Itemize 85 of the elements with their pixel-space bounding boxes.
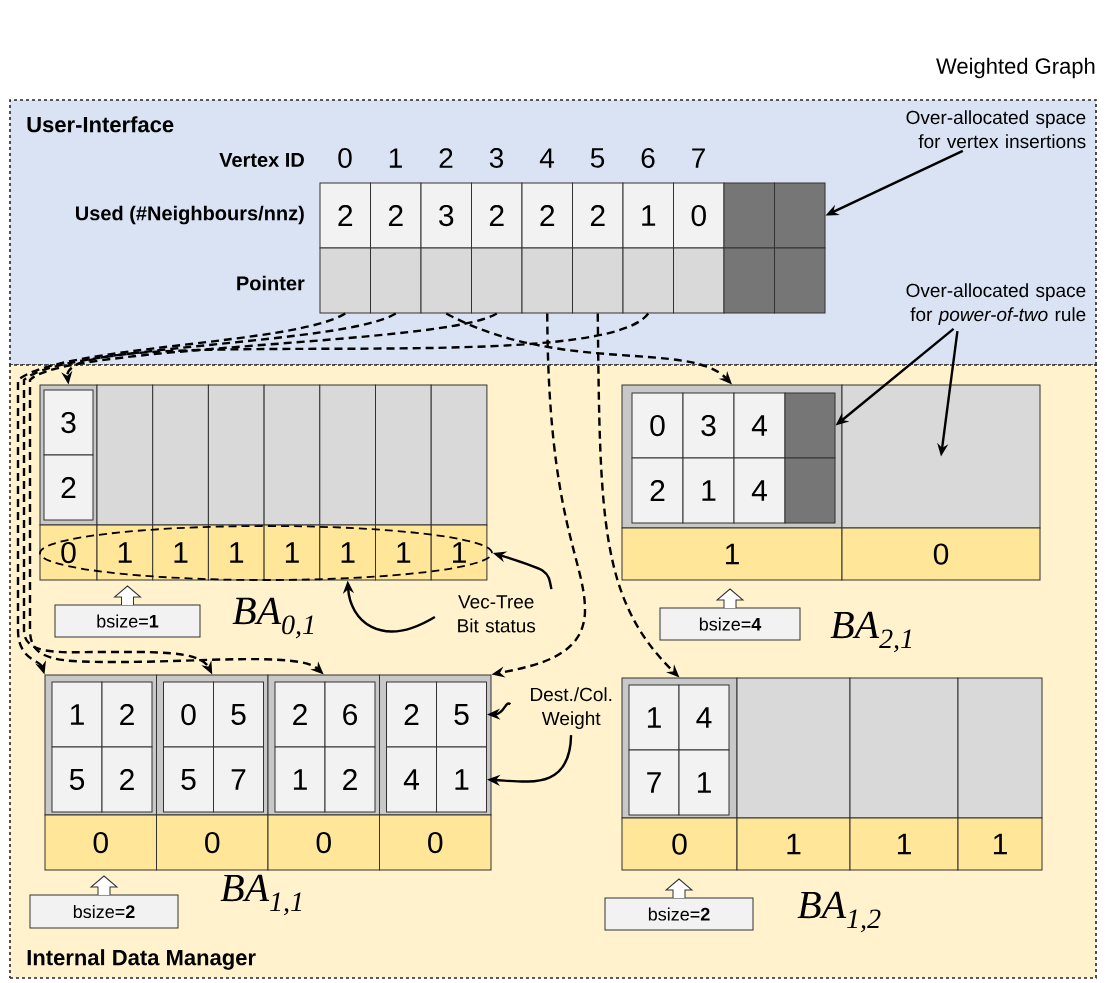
number-cell: 2 (631, 457, 684, 524)
shaded-cell (784, 457, 836, 524)
number-cell: 2 (319, 182, 371, 249)
index-number: 3 (489, 148, 504, 168)
number-cell: 1 (436, 746, 487, 813)
annotation: Over-allocated space for power-of-two rule (906, 283, 1086, 325)
bit-cell: 1 (736, 817, 851, 871)
number-cell: 2 (370, 182, 422, 249)
array-label: BA$_{2,1}$ (830, 611, 912, 653)
number-cell: 2 (521, 182, 573, 249)
number-cell: 0 (673, 182, 725, 249)
bit-cell: 0 (267, 814, 380, 871)
number-cell: 2 (572, 182, 624, 249)
number-cell: 4 (678, 684, 730, 751)
number-cell: 1 (628, 684, 680, 751)
index-number: 5 (590, 148, 605, 168)
bit-cell: 0 (39, 524, 98, 581)
row-label: Pointer (237, 275, 305, 291)
bit-cell: 1 (375, 524, 432, 581)
bit-cell: 0 (841, 527, 1041, 581)
number-cell: 6 (324, 681, 376, 748)
number-cell: 5 (213, 681, 264, 748)
bit-cell: 1 (849, 817, 959, 871)
number-cell: 4 (733, 392, 786, 459)
shaded-cell (774, 182, 826, 249)
bit-cell: 0 (156, 814, 269, 871)
number-cell: 2 (101, 746, 153, 813)
number-cell: 0 (631, 392, 684, 459)
bit-cell: 0 (44, 814, 157, 871)
number-cell: 2 (101, 681, 153, 748)
number-cell: 1 (51, 681, 103, 748)
shaded-cell (784, 392, 836, 459)
number-cell: 5 (163, 746, 214, 813)
index-number: 4 (539, 148, 554, 168)
callout-box: bsize=4 (659, 588, 801, 641)
shaded-cell (723, 247, 775, 314)
dashed-ellipse (39, 525, 493, 581)
index-number: 0 (338, 148, 352, 168)
number-cell: 5 (51, 746, 103, 813)
bit-cell: 1 (319, 524, 376, 581)
number-cell: 0 (163, 681, 214, 748)
bit-cell: 1 (621, 527, 843, 581)
bit-cell: 0 (379, 814, 492, 871)
shaded-cell (774, 247, 826, 314)
bit-cell: 1 (96, 524, 154, 581)
number-cell: 4 (386, 746, 437, 813)
number-cell: 2 (274, 681, 326, 748)
number-cell: 2 (471, 182, 523, 249)
number-cell: 2 (43, 454, 94, 521)
bit-cell: 1 (263, 524, 321, 581)
index-number: 6 (641, 148, 655, 168)
index-number: 7 (692, 148, 705, 168)
callout-box: bsize=2 (604, 878, 754, 931)
row-label: Vertex ID (219, 153, 304, 167)
bit-cell: 1 (152, 524, 209, 581)
annotation: Dest./Col. Weight (531, 687, 612, 729)
number-cell: 1 (274, 746, 326, 813)
subtitle: Weighted Graph (936, 57, 1095, 79)
bit-cell: 1 (207, 524, 265, 581)
number-cell: 5 (436, 681, 487, 748)
number-cell: 4 (733, 457, 786, 524)
number-cell: 2 (386, 681, 437, 748)
number-cell: 2 (324, 746, 376, 813)
number-cell: 1 (678, 749, 730, 816)
number-cell: 3 (682, 392, 735, 459)
number-cell: 7 (628, 749, 680, 816)
annotation: Over-allocated space for vertex insertions (906, 110, 1086, 149)
index-number: 1 (389, 148, 402, 168)
shaded-cell (723, 182, 775, 249)
index-number: 2 (439, 148, 453, 168)
array-label: BA$_{0,1}$ (232, 597, 314, 639)
bit-cell: 1 (957, 817, 1043, 871)
number-cell: 1 (682, 457, 735, 524)
number-cell: 1 (622, 182, 674, 249)
callout-box: bsize=2 (29, 875, 179, 929)
array-label: BA$_{1,2}$ (797, 891, 881, 933)
number-cell: 7 (213, 746, 264, 813)
array-label: BA$_{1,1}$ (220, 874, 302, 916)
annotation: Vec-Tree Bit status (458, 595, 536, 633)
callout-box: bsize=1 (54, 585, 201, 638)
bit-cell: 1 (430, 524, 488, 581)
number-cell: 3 (420, 182, 472, 249)
number-cell: 3 (43, 389, 94, 456)
row-label: Used (#Neighbours/nnz) (76, 205, 304, 225)
bit-cell: 0 (621, 817, 738, 871)
